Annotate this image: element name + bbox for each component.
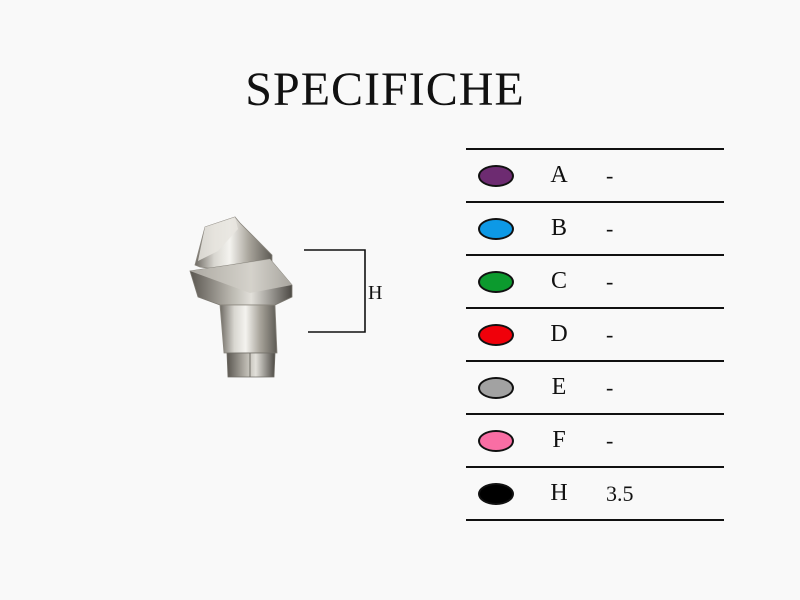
height-dimension-bracket: [304, 249, 366, 333]
color-dot: [478, 217, 514, 240]
spec-code: E: [551, 374, 567, 400]
color-dot: [478, 270, 514, 293]
specs-table: A - B - C - D - E - F - H 3.5: [466, 148, 724, 521]
spec-code: H: [550, 480, 568, 506]
abutment-image: [189, 216, 293, 378]
color-dot: [478, 482, 514, 505]
spec-value: -: [606, 268, 614, 294]
spec-row-d: D -: [466, 309, 724, 362]
spec-code: B: [550, 215, 567, 241]
spec-row-e: E -: [466, 362, 724, 415]
color-dot: [478, 429, 514, 452]
spec-code: F: [552, 427, 566, 453]
spec-row-f: F -: [466, 415, 724, 468]
color-dot: [478, 323, 514, 346]
spec-code: C: [550, 268, 567, 294]
spec-value: -: [606, 215, 614, 241]
spec-value: -: [606, 162, 614, 188]
spec-value: 3.5: [606, 480, 634, 506]
spec-row-c: C -: [466, 256, 724, 309]
color-dot: [478, 164, 514, 187]
spec-row-a: A -: [466, 150, 724, 203]
spec-value: -: [606, 374, 614, 400]
spec-value: -: [606, 427, 614, 453]
color-dot: [478, 376, 514, 399]
spec-row-h: H 3.5: [466, 468, 724, 521]
height-dimension-label: H: [368, 282, 383, 304]
spec-value: -: [606, 321, 614, 347]
page-title: SPECIFICHE: [245, 63, 525, 117]
spec-row-b: B -: [466, 203, 724, 256]
spec-code: A: [550, 162, 568, 188]
spec-code: D: [550, 321, 568, 347]
